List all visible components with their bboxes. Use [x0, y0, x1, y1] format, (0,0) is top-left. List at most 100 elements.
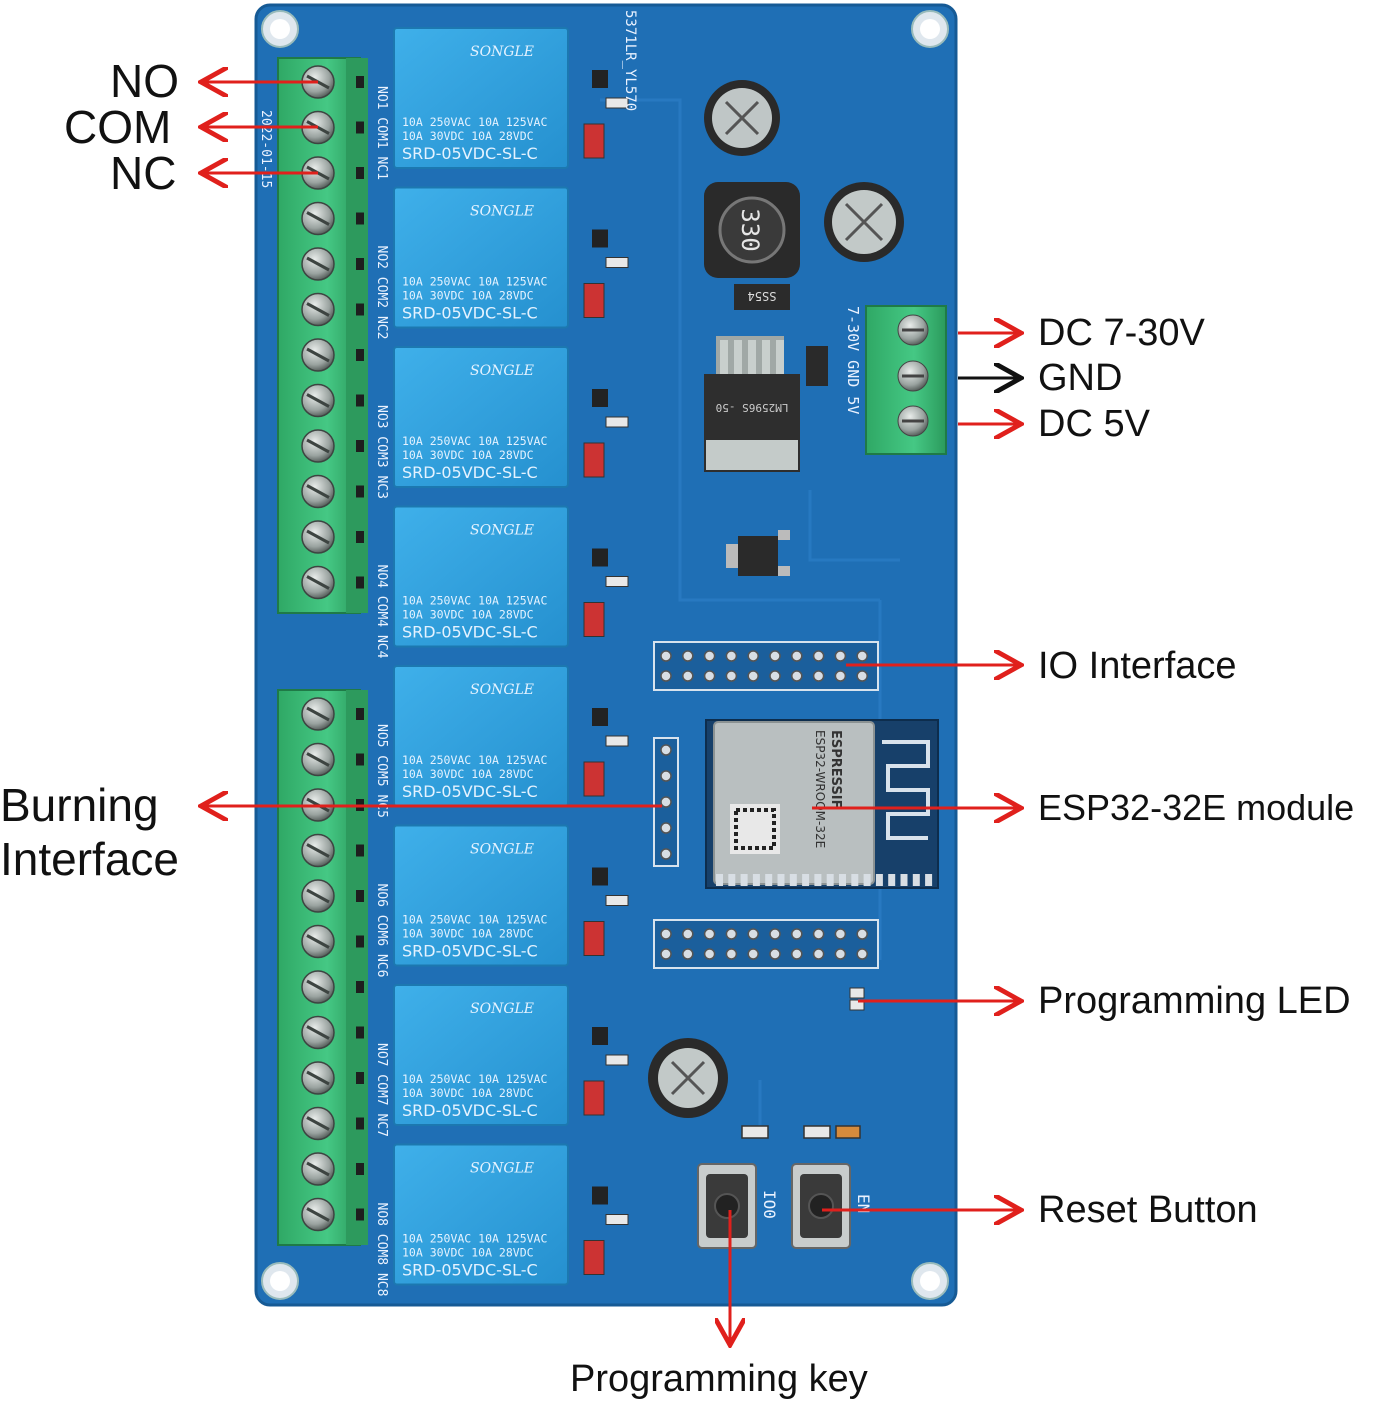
- smd-resistor: [605, 1054, 629, 1066]
- terminal-screw: [301, 383, 364, 418]
- terminal-screw: [301, 1106, 364, 1141]
- relay-brand: SONGLE: [470, 682, 534, 698]
- smd-transistor: [592, 229, 608, 248]
- header-pin: [725, 650, 738, 662]
- terminal-screw: [301, 201, 364, 236]
- relay-rating-2: 10A 30VDC 10A 28VDC: [402, 448, 534, 462]
- smd-resistor: [605, 97, 629, 109]
- terminal-screw: [301, 1015, 364, 1050]
- terminal-screw: [301, 1197, 364, 1232]
- header-pin: [834, 948, 847, 960]
- relay-terminal-label: NO4 COM4 NC4: [374, 565, 389, 659]
- smd-transistor: [592, 708, 608, 726]
- esp-pin: [765, 874, 773, 886]
- smd-transistor: [592, 867, 608, 886]
- header-pin: [660, 948, 672, 960]
- terminal-screw: [301, 474, 364, 509]
- header-pin: [660, 650, 672, 662]
- header-pin: [747, 928, 759, 940]
- header-pin: [812, 928, 825, 940]
- relay-model: SRD-05VDC-SL-C: [402, 463, 538, 482]
- header-pin: [856, 928, 868, 940]
- terminal-screw: [301, 292, 364, 327]
- smd-passives-bottom: [741, 1125, 861, 1139]
- regulator-marking: LM2596S -50: [716, 401, 789, 414]
- header-pin: [856, 948, 868, 960]
- capacitor-c1: [648, 1038, 728, 1118]
- en-reset-button: [791, 1163, 851, 1249]
- relay-brand: SONGLE: [470, 523, 534, 539]
- terminal-screw: [301, 924, 364, 959]
- relay-rating-1: 10A 250VAC 10A 125VAC: [402, 1232, 547, 1246]
- esp-pin: [814, 874, 822, 886]
- header-pin: [834, 670, 847, 682]
- smd-transistor: [592, 548, 608, 567]
- smd-resistor: [605, 1214, 629, 1225]
- relay-rating-1: 10A 250VAC 10A 125VAC: [402, 1072, 547, 1086]
- header-pin: [725, 670, 738, 682]
- capacitor-c3: [704, 80, 780, 156]
- header-pin: [682, 928, 694, 940]
- esp-pin: [925, 874, 933, 886]
- terminal-screw: [301, 879, 364, 913]
- header-pin: [834, 928, 847, 940]
- esp-pin: [716, 874, 723, 886]
- relay-brand: SONGLE: [470, 1161, 534, 1177]
- mounting-holes: [261, 10, 949, 1300]
- header-pin: [791, 650, 803, 662]
- esp-pin: [863, 874, 871, 886]
- relay-rating-2: 10A 30VDC 10A 28VDC: [402, 767, 534, 781]
- header-pin: [812, 670, 825, 682]
- header-pin: [660, 928, 672, 940]
- io-header-bottom: [653, 919, 879, 969]
- label-gnd: GND: [1038, 357, 1123, 399]
- relay-rating-2: 10A 30VDC 10A 28VDC: [402, 1246, 534, 1260]
- label-programming-led: Programming LED: [1038, 980, 1351, 1022]
- header-pin: [769, 670, 781, 682]
- io0-programming-button: [697, 1163, 757, 1249]
- relay-model: SRD-05VDC-SL-C: [402, 942, 538, 961]
- header-pin: [747, 670, 759, 682]
- smd-diode: [583, 761, 605, 797]
- header-pin: [791, 928, 803, 940]
- header-pin: [660, 670, 672, 682]
- smd-diode: [583, 1240, 605, 1275]
- esp-pin: [752, 874, 760, 886]
- smd-diode: [583, 283, 605, 318]
- terminal-screw: [301, 520, 364, 554]
- terminal-screw: [301, 565, 364, 600]
- header-pin: [812, 948, 825, 960]
- smd-resistor: [605, 735, 629, 747]
- label-dc-7-30v: DC 7-30V: [1038, 312, 1205, 354]
- smd-transistor: [592, 389, 608, 407]
- header-pin: [703, 928, 716, 940]
- smd-resistor: [605, 895, 629, 906]
- header-pin: [769, 928, 781, 940]
- relay-terminal-label: NO1 COM1 NC1: [374, 86, 389, 180]
- diode-marking: SS54: [748, 289, 777, 303]
- header-pin: [703, 948, 716, 960]
- esp-pin: [912, 874, 920, 886]
- header-pin: [725, 928, 738, 940]
- header-pin: [791, 948, 803, 960]
- regulator-lm2596: LM2596S -50: [704, 336, 800, 472]
- callout-arrows: [204, 82, 1018, 1342]
- label-burning: Burning: [0, 779, 159, 831]
- relay-terminal-label: NO8 COM8 NC8: [374, 1203, 389, 1297]
- relay-rating-1: 10A 250VAC 10A 125VAC: [402, 275, 547, 289]
- smd-resistor: [605, 257, 629, 268]
- header-pin: [791, 670, 803, 682]
- label-dc-5v: DC 5V: [1038, 403, 1150, 445]
- relay-rating-2: 10A 30VDC 10A 28VDC: [402, 129, 534, 143]
- relay-rating-2: 10A 30VDC 10A 28VDC: [402, 608, 534, 622]
- relay-terminal-label: NO6 COM6 NC6: [374, 884, 389, 978]
- relay-rating-2: 10A 30VDC 10A 28VDC: [402, 289, 534, 303]
- relay-terminal-label: NO5 COM5 NC5: [374, 724, 389, 818]
- header-pin: [682, 670, 694, 682]
- part-number: 5371LR_YL570: [622, 10, 638, 111]
- smd-resistor: [605, 416, 629, 428]
- en-label: EN: [854, 1194, 873, 1213]
